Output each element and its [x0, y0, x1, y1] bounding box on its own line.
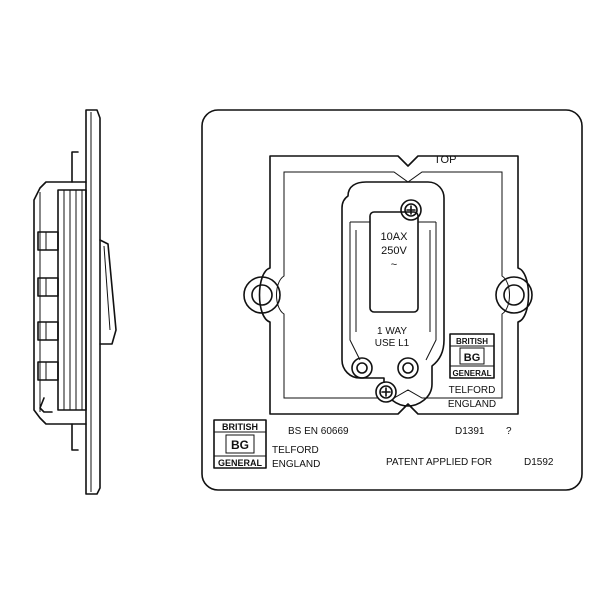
upper-city: TELFORD — [449, 385, 496, 396]
svg-text:GENERAL: GENERAL — [218, 458, 263, 468]
switch-mechanism — [341, 181, 445, 407]
code-left: D1391 — [455, 426, 485, 437]
mounting-frame — [258, 155, 530, 415]
terminal-left — [351, 357, 373, 379]
svg-text:BG: BG — [464, 352, 481, 364]
standard-label: BS EN 60669 — [288, 426, 349, 437]
lower-country: ENGLAND — [272, 459, 320, 470]
side-profile-view — [33, 109, 117, 495]
svg-text:GENERAL: GENERAL — [452, 369, 491, 378]
use-l1-label: USE L1 — [375, 338, 410, 349]
code-mark: ? — [506, 426, 512, 437]
upper-country: ENGLAND — [448, 399, 496, 410]
plate-outline — [201, 109, 583, 491]
svg-text:BG: BG — [231, 438, 249, 452]
part-number: D1592 — [524, 457, 554, 468]
rating-ac-symbol: ~ — [391, 259, 397, 271]
patent-label: PATENT APPLIED FOR — [386, 457, 492, 468]
bg-logo-upper: BRITISH BG GENERAL — [449, 333, 495, 379]
svg-text:BRITISH: BRITISH — [222, 422, 258, 432]
front-plate-view: 10AX 250V ~ 1 WAY USE L1 TOP BRITISH BG … — [201, 109, 583, 491]
bg-logo-lower: BRITISH BG GENERAL — [213, 419, 267, 469]
rating-current: 10AX — [381, 231, 409, 243]
top-label: TOP — [434, 154, 456, 166]
rating-voltage: 250V — [381, 245, 407, 257]
svg-text:BRITISH: BRITISH — [456, 337, 488, 346]
lower-city: TELFORD — [272, 445, 319, 456]
terminal-right — [397, 357, 419, 379]
mounting-lug-right — [495, 276, 533, 314]
toggle-window — [369, 211, 419, 313]
mounting-lug-left — [243, 276, 281, 314]
way-label: 1 WAY — [377, 326, 407, 337]
